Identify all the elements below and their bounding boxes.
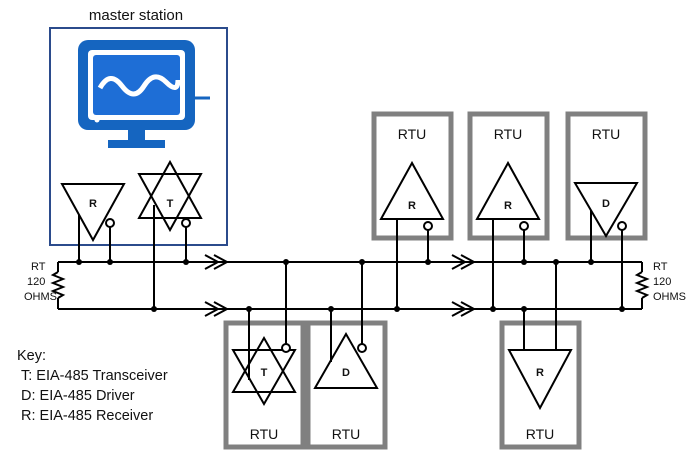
svg-text:RTU: RTU [332, 426, 361, 442]
key-legend: Key: T: EIA-485 Transceiver D: EIA-485 D… [17, 346, 168, 426]
svg-text:RTU: RTU [250, 426, 279, 442]
svg-text:R: R [89, 198, 97, 210]
resistor-left-icon [50, 271, 66, 299]
key-item-driver: D: EIA-485 Driver [21, 388, 135, 404]
svg-text:OHMS: OHMS [24, 291, 57, 303]
svg-text:T: T [261, 367, 268, 379]
svg-text:OHMS: OHMS [653, 291, 686, 303]
rtu-top-1: RTU R [371, 111, 454, 312]
svg-text:RTU: RTU [592, 126, 621, 142]
rtu-bottom-3: R RTU [499, 259, 582, 450]
svg-text:R: R [536, 367, 544, 379]
svg-text:RT: RT [653, 261, 668, 273]
key-item-transceiver: T: EIA-485 Transceiver [21, 368, 168, 384]
svg-text:RTU: RTU [398, 126, 427, 142]
svg-text:120: 120 [653, 276, 671, 288]
terminator-right-label: RT 120 OHMS [653, 261, 686, 303]
key-item-receiver: R: EIA-485 Receiver [21, 408, 154, 424]
cable-break-icon [204, 254, 477, 317]
svg-text:D: D [602, 198, 610, 210]
svg-text:120: 120 [27, 276, 45, 288]
rtu-top-2: RTU R [467, 111, 550, 312]
master-station-label: master station [89, 7, 183, 24]
svg-text:RT: RT [31, 261, 46, 273]
master-transceiver: T [137, 159, 203, 312]
svg-text:RTU: RTU [494, 126, 523, 142]
key-title: Key: [17, 348, 47, 364]
svg-text:RTU: RTU [526, 426, 555, 442]
rtu-bottom-1: T RTU [223, 259, 306, 450]
rtu-top-3: RTU D [565, 111, 648, 312]
terminator-left-label: RT 120 OHMS [24, 261, 57, 303]
svg-text:T: T [167, 198, 174, 210]
resistor-right-icon [634, 271, 650, 299]
master-receiver: R [60, 183, 126, 265]
monitor-icon [78, 40, 210, 148]
master-station-box [49, 27, 228, 246]
svg-text:R: R [408, 200, 416, 212]
rtu-bottom-2: D RTU [305, 259, 388, 450]
svg-text:R: R [504, 200, 512, 212]
bus-lines [57, 261, 643, 310]
svg-text:D: D [342, 367, 350, 379]
